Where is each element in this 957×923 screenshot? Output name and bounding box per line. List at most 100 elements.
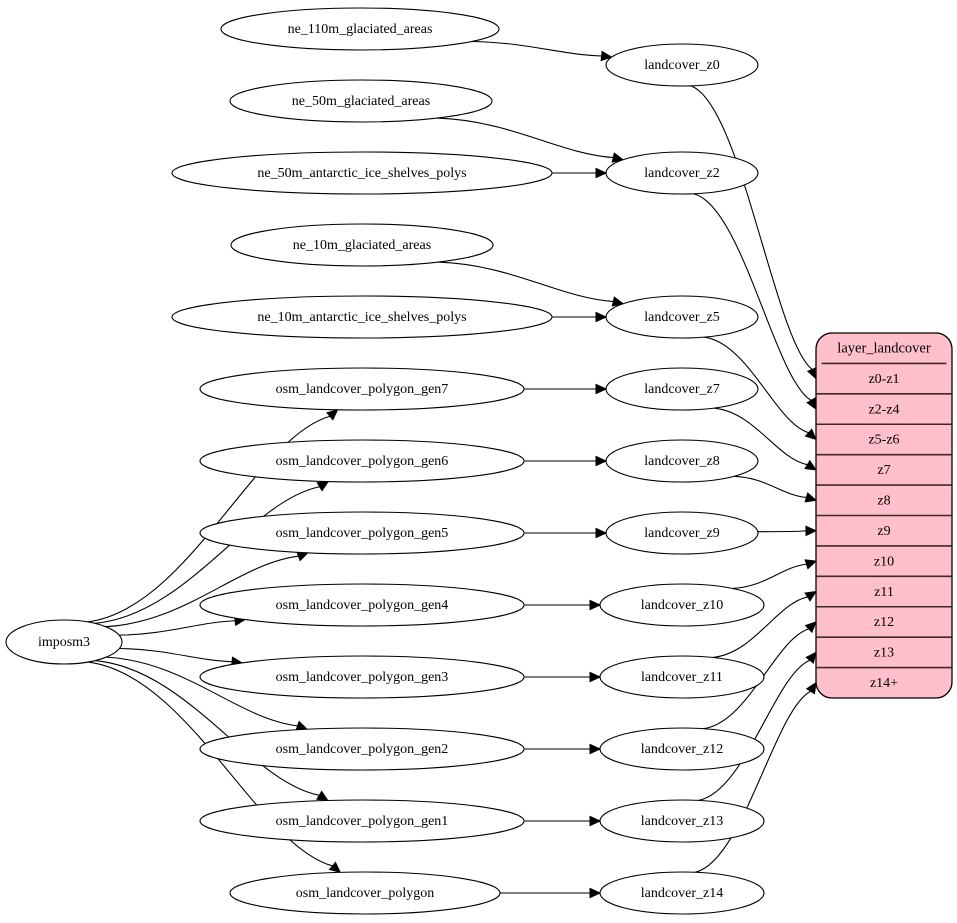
edge-arrowhead xyxy=(595,455,608,467)
edge-arrowhead xyxy=(326,408,339,421)
graph-edge xyxy=(524,527,608,539)
table-row[interactable]: z8 xyxy=(877,494,890,509)
node-label: ne_10m_glaciated_areas xyxy=(293,238,431,253)
edge-line xyxy=(106,656,298,727)
node-label: landcover_z10 xyxy=(641,598,723,613)
graph-node-landcover_z0[interactable]: landcover_z0 xyxy=(605,43,759,87)
edge-line xyxy=(690,85,813,370)
edge-arrowhead xyxy=(589,887,602,899)
graph-node-ne_10m_antarctic_ice_shelves_polys[interactable]: ne_10m_antarctic_ice_shelves_polys xyxy=(171,295,553,339)
table-row-label: z9 xyxy=(877,524,890,539)
graph-node-landcover_z5[interactable]: landcover_z5 xyxy=(605,295,759,339)
nodes-layer: imposm3 ne_110m_glaciated_areas ne_50m_gla… xyxy=(5,7,765,915)
node-shape xyxy=(229,871,501,915)
table-row[interactable]: z10 xyxy=(874,554,894,569)
graph-node-osm_landcover_polygon_gen6[interactable]: osm_landcover_polygon_gen6 xyxy=(199,439,525,483)
graph-edge xyxy=(732,559,818,590)
graph-node-landcover_z13[interactable]: landcover_z13 xyxy=(599,799,765,843)
graph-edge xyxy=(119,615,247,636)
graph-node-landcover_z2[interactable]: landcover_z2 xyxy=(605,151,759,195)
graph-edge xyxy=(437,261,625,307)
edge-arrowhead xyxy=(611,152,625,163)
graph-node-landcover_z14[interactable]: landcover_z14 xyxy=(599,871,765,915)
edge-line xyxy=(698,659,810,801)
graph-node-landcover_z8[interactable]: landcover_z8 xyxy=(605,439,759,483)
edge-arrowhead xyxy=(595,167,608,179)
node-shape xyxy=(605,43,759,87)
graph-edge xyxy=(524,671,602,683)
node-label: landcover_z14 xyxy=(641,886,723,901)
edge-arrowhead xyxy=(805,651,817,664)
node-shape xyxy=(199,511,525,555)
graph-node-osm_landcover_polygon_gen2[interactable]: osm_landcover_polygon_gen2 xyxy=(199,727,525,771)
node-label: ne_110m_glaciated_areas xyxy=(288,22,433,37)
graph-node-ne_50m_antarctic_ice_shelves_polys[interactable]: ne_50m_antarctic_ice_shelves_polys xyxy=(171,151,553,195)
edge-line xyxy=(713,407,808,466)
layer-landcover-record[interactable]: layer_landcoverz0-z1z2-z4z5-z6z7z8z9z10z… xyxy=(815,332,953,699)
graph-node-ne_10m_glaciated_areas[interactable]: ne_10m_glaciated_areas xyxy=(230,223,494,267)
graph-node-landcover_z12[interactable]: landcover_z12 xyxy=(599,727,765,771)
graph-node-osm_landcover_polygon_gen3[interactable]: osm_landcover_polygon_gen3 xyxy=(199,655,525,699)
node-label: landcover_z13 xyxy=(641,814,723,829)
table-border xyxy=(815,332,953,699)
table-row-label: z11 xyxy=(874,585,894,600)
edge-line xyxy=(437,261,614,303)
graph-edge xyxy=(524,599,602,611)
graph-node-osm_landcover_polygon_gen7[interactable]: osm_landcover_polygon_gen7 xyxy=(199,367,525,411)
node-label: imposm3 xyxy=(38,635,90,650)
edge-arrowhead xyxy=(316,480,330,492)
edge-line xyxy=(703,336,809,434)
table-row[interactable]: z7 xyxy=(877,463,890,478)
edge-arrowhead xyxy=(328,861,342,874)
table-row-label: z5-z6 xyxy=(868,433,899,448)
layer-landcover-table: layer_landcoverz0-z1z2-z4z5-z6z7z8z9z10z… xyxy=(815,332,953,699)
edge-line xyxy=(693,193,812,401)
graph-node-ne_110m_glaciated_areas[interactable]: ne_110m_glaciated_areas xyxy=(220,7,500,51)
node-shape xyxy=(605,151,759,195)
edge-arrowhead xyxy=(806,397,817,411)
table-row-label: z12 xyxy=(874,615,894,630)
edge-line xyxy=(734,475,807,499)
table-row[interactable]: z9 xyxy=(877,524,890,539)
edge-arrowhead xyxy=(804,428,817,441)
edge-line xyxy=(757,530,807,533)
table-row[interactable]: z13 xyxy=(874,646,894,661)
node-label: osm_landcover_polygon_gen2 xyxy=(276,742,449,757)
node-shape xyxy=(5,619,123,665)
graph-edge xyxy=(437,117,625,163)
table-row[interactable]: z5-z6 xyxy=(868,433,899,448)
table-row[interactable]: z12 xyxy=(874,615,894,630)
graph-edge xyxy=(119,647,244,668)
table-row[interactable]: z0-z1 xyxy=(868,372,899,387)
graph-node-osm_landcover_polygon_gen1[interactable]: osm_landcover_polygon_gen1 xyxy=(199,799,525,843)
edge-arrowhead xyxy=(806,366,817,380)
table-row-label: z8 xyxy=(877,494,890,509)
graph-edge xyxy=(94,480,330,624)
node-label: landcover_z0 xyxy=(644,58,719,73)
edge-arrowhead xyxy=(600,50,613,62)
table-row[interactable]: z14+ xyxy=(870,676,898,691)
graph-node-ne_50m_glaciated_areas[interactable]: ne_50m_glaciated_areas xyxy=(229,79,493,123)
node-shape xyxy=(199,655,525,699)
graph-edge xyxy=(87,408,339,623)
graph-node-osm_landcover_polygon_gen5[interactable]: osm_landcover_polygon_gen5 xyxy=(199,511,525,555)
graph-edge xyxy=(471,40,613,62)
graph-edge xyxy=(94,660,329,802)
graph-edge xyxy=(695,681,817,873)
node-shape xyxy=(199,439,525,483)
graph-node-landcover_z7[interactable]: landcover_z7 xyxy=(605,367,759,411)
graph-node-landcover_z10[interactable]: landcover_z10 xyxy=(599,583,765,627)
node-label: landcover_z5 xyxy=(644,310,719,325)
edge-line xyxy=(732,563,807,590)
node-shape xyxy=(599,799,765,843)
graph-node-landcover_z9[interactable]: landcover_z9 xyxy=(605,511,759,555)
graph-node-osm_landcover_polygon_gen4[interactable]: osm_landcover_polygon_gen4 xyxy=(199,583,525,627)
table-row[interactable]: z11 xyxy=(874,585,894,600)
graph-node-osm_landcover_polygon[interactable]: osm_landcover_polygon xyxy=(229,871,501,915)
node-shape xyxy=(199,799,525,843)
graph-node-landcover_z11[interactable]: landcover_z11 xyxy=(599,655,765,699)
graph-node-imposm3[interactable]: imposm3 xyxy=(5,619,123,665)
table-row[interactable]: z2-z4 xyxy=(868,402,899,417)
node-shape xyxy=(599,871,765,915)
graph-edge xyxy=(734,475,818,503)
